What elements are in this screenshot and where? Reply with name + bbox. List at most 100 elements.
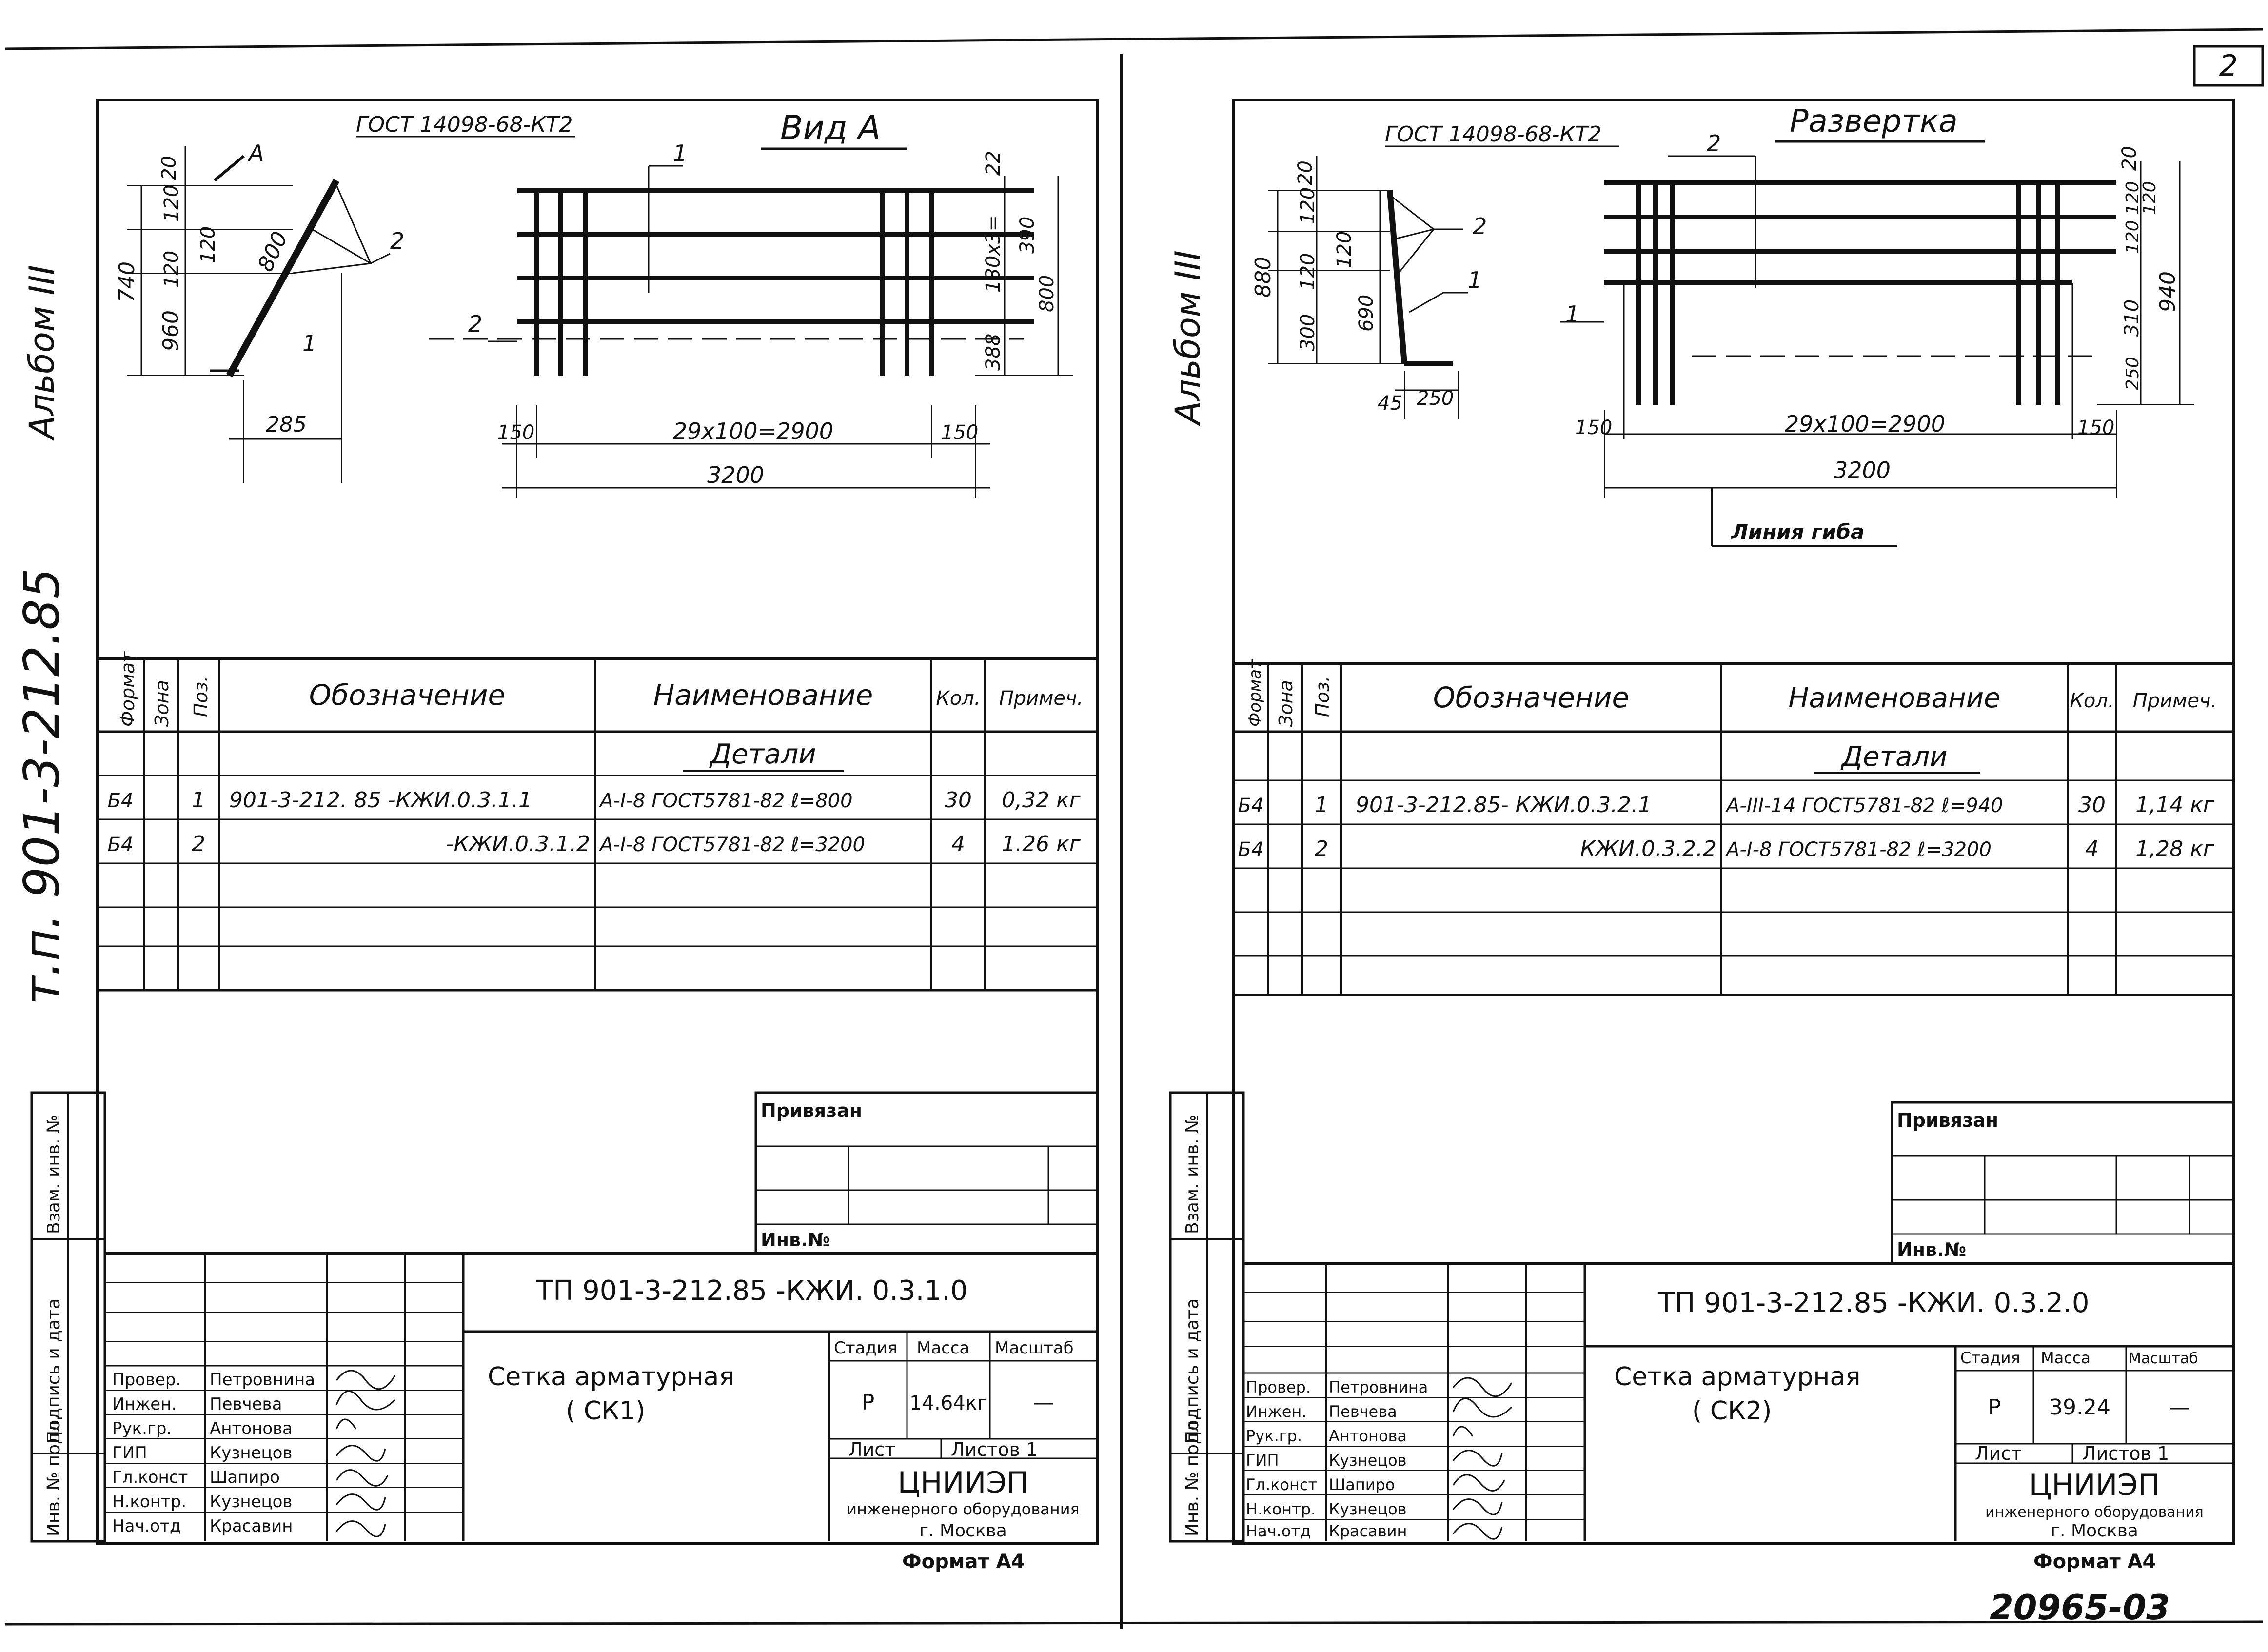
doc-subtitle: ( СК2) [1692, 1396, 1772, 1426]
svg-text:4: 4 [951, 832, 965, 856]
svg-text:Рук.гр.: Рук.гр. [112, 1419, 172, 1438]
svg-text:А-III-14 ГОСТ5781-82 ℓ=940: А-III-14 ГОСТ5781-82 ℓ=940 [1725, 795, 2003, 817]
svg-text:150: 150 [1575, 417, 1612, 439]
svg-text:-КЖИ.0.3.1.2: -КЖИ.0.3.1.2 [446, 832, 590, 856]
svg-text:Лист: Лист [848, 1439, 895, 1460]
svg-text:Кузнецов: Кузнецов [1329, 1451, 1407, 1470]
svg-text:45: 45 [1378, 392, 1402, 415]
svg-text:Инв. № подл.: Инв. № подл. [1183, 1415, 1203, 1536]
svg-text:Стадия: Стадия [1960, 1349, 2020, 1367]
svg-text:Инв. № подл.: Инв. № подл. [44, 1415, 64, 1536]
doc-title: Сетка арматурная [1614, 1362, 1861, 1392]
svg-text:Масса: Масса [2041, 1349, 2091, 1367]
svg-text:960: 960 [158, 310, 183, 351]
svg-text:Формат: Формат [117, 651, 138, 727]
svg-text:А-I-8 ГОСТ5781-82 ℓ=3200: А-I-8 ГОСТ5781-82 ℓ=3200 [1725, 838, 1992, 861]
svg-text:Певчева: Певчева [210, 1394, 282, 1414]
svg-text:Формат: Формат [1245, 659, 1265, 727]
svg-text:Б4: Б4 [1238, 795, 1264, 817]
view-title: Вид А [780, 109, 881, 147]
svg-text:Подпись и дата: Подпись и дата [44, 1298, 64, 1444]
svg-text:Нач.отд: Нач.отд [112, 1516, 181, 1536]
svg-text:Н.контр.: Н.контр. [1246, 1500, 1316, 1518]
svg-text:1: 1 [192, 788, 205, 813]
svg-text:Инжен.: Инжен. [112, 1394, 177, 1414]
gost-reference: ГОСТ 14098-68-КТ2 [1385, 122, 1602, 147]
svg-text:А: А [247, 140, 264, 166]
svg-text:инженерного оборудования: инженерного оборудования [1985, 1504, 2204, 1521]
svg-text:20: 20 [1294, 160, 1317, 185]
svg-text:Красавин: Красавин [210, 1516, 293, 1536]
svg-text:г. Москва: г. Москва [919, 1521, 1007, 1541]
svg-text:Нач.отд: Нач.отд [1246, 1522, 1311, 1540]
sheet-1-privyazan: Привязан Инв.№ [754, 1091, 1099, 1255]
svg-text:Масштаб: Масштаб [995, 1338, 1074, 1358]
svg-text:Лист: Лист [1975, 1443, 2022, 1464]
sheet-1-drawing: ГОСТ 14098-68-КТ2 Вид А 20 120 120 80 [115, 109, 1073, 498]
svg-text:285: 285 [266, 412, 307, 437]
svg-text:Привязан: Привязан [1897, 1110, 1998, 1131]
svg-text:1,14 кг: 1,14 кг [2135, 793, 2215, 817]
doc-code: ТП 901-3-212.85 -КЖИ. 0.3.1.0 [536, 1275, 968, 1307]
svg-text:39.24: 39.24 [2049, 1395, 2110, 1420]
sheet-2-frame [1232, 99, 2235, 1545]
svg-text:Кузнецов: Кузнецов [210, 1443, 292, 1463]
svg-text:29x100=2900: 29x100=2900 [1785, 411, 1945, 437]
svg-text:Поз.: Поз. [190, 676, 212, 717]
svg-text:1: 1 [1468, 267, 1482, 293]
svg-text:Н.контр.: Н.контр. [112, 1492, 186, 1512]
sheet-2: ГОСТ 14098-68-КТ2 Развертка 2 1 [1232, 99, 2235, 1573]
svg-text:310: 310 [2121, 299, 2143, 337]
svg-text:Примеч.: Примеч. [999, 687, 1084, 710]
svg-text:Наименование: Наименование [653, 678, 873, 712]
svg-text:3200: 3200 [1834, 457, 1891, 483]
section-title: Детали [1840, 741, 1947, 773]
bent-bar-side-view [226, 179, 340, 378]
svg-text:690: 690 [1355, 295, 1378, 332]
svg-text:1: 1 [1565, 301, 1579, 327]
svg-text:Зона: Зона [1275, 680, 1297, 727]
svg-text:2: 2 [1707, 130, 1721, 157]
svg-text:Антонова: Антонова [210, 1419, 293, 1438]
edge-stamp-right: Инв. № подл. Подпись и дата Взам. инв. № [1169, 1091, 1245, 1543]
section-title: Детали [709, 738, 816, 770]
svg-text:г. Москва: г. Москва [2051, 1521, 2138, 1541]
svg-text:Кузнецов: Кузнецов [210, 1492, 292, 1512]
svg-text:120: 120 [160, 185, 183, 222]
bottom-border [4, 1620, 2263, 1626]
svg-text:2: 2 [390, 228, 404, 254]
svg-text:Гл.конст: Гл.конст [112, 1468, 188, 1487]
svg-text:Привязан: Привязан [761, 1100, 862, 1121]
doc-title: Сетка арматурная [488, 1362, 734, 1392]
svg-text:Подпись и дата: Подпись и дата [1183, 1298, 1203, 1444]
sheet-2-spec-table: Формат Зона Поз. Обозначение Наименовани… [1234, 659, 2233, 996]
svg-text:Масштаб: Масштаб [2129, 1350, 2198, 1367]
svg-text:Инв.№: Инв.№ [761, 1229, 830, 1251]
svg-text:940: 940 [2155, 271, 2180, 312]
svg-text:3200: 3200 [707, 462, 764, 488]
edge-stamp-left: Инв. № подл. Подпись и дата Взам. инв. № [30, 1091, 106, 1543]
svg-text:150: 150 [2077, 417, 2114, 439]
svg-text:2: 2 [192, 832, 205, 856]
svg-text:Инжен.: Инжен. [1246, 1402, 1306, 1421]
svg-text:Листов 1: Листов 1 [951, 1439, 1038, 1460]
album-label-right: Альбом III [1168, 250, 1208, 426]
svg-text:150: 150 [497, 421, 534, 444]
svg-text:ГИП: ГИП [1246, 1451, 1279, 1470]
svg-text:Взам. инв. №: Взам. инв. № [1183, 1115, 1203, 1234]
svg-text:1.26 кг: 1.26 кг [1002, 832, 1081, 856]
svg-text:388: 388 [982, 334, 1005, 371]
svg-text:ГИП: ГИП [112, 1443, 147, 1463]
svg-text:Масса: Масса [917, 1338, 969, 1358]
svg-text:Гл.конст: Гл.конст [1246, 1475, 1317, 1494]
svg-text:Шапиро: Шапиро [1329, 1475, 1395, 1494]
svg-text:1,28 кг: 1,28 кг [2135, 836, 2215, 861]
view-title: Развертка [1790, 103, 1958, 139]
svg-text:Петровнина: Петровнина [210, 1370, 315, 1390]
svg-text:Примеч.: Примеч. [2133, 690, 2217, 712]
svg-text:Поз.: Поз. [1312, 676, 1333, 717]
sheet-2-privyazan: Привязан Инв.№ [1891, 1101, 2235, 1265]
svg-text:—: — [1033, 1390, 1054, 1415]
svg-text:22: 22 [982, 151, 1005, 176]
svg-text:250: 250 [1417, 387, 1454, 410]
